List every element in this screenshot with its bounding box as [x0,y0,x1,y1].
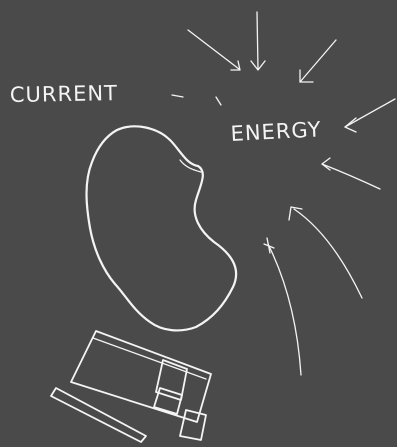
arrow-icon [188,30,240,70]
arrow-icon [289,207,362,298]
arrow-icon [251,12,265,70]
dash-mark [216,97,221,105]
blob-shape [87,126,237,330]
arrow-icon [322,158,380,189]
dash-mark [172,95,183,97]
energy-label: ENERGY [230,117,322,146]
current-label: CURRENT [10,81,118,107]
arrow-icon [300,40,336,82]
arrow-icon [345,99,395,132]
device-box-icon [51,331,211,442]
arrow-icon [264,238,301,375]
